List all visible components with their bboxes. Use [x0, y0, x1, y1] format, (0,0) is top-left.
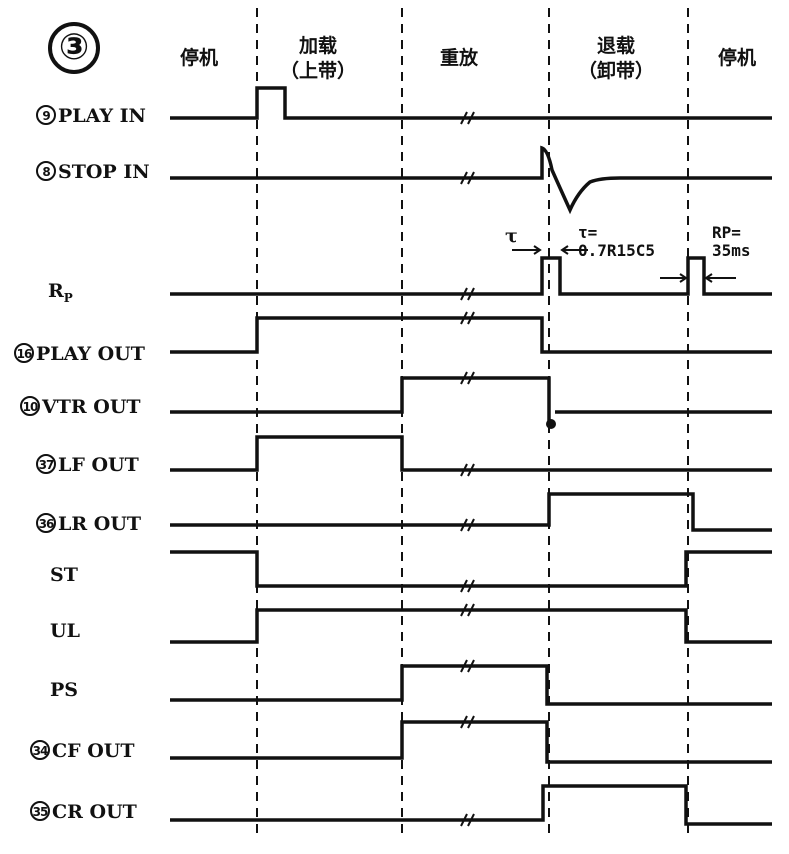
signal-label-ul: UL: [50, 620, 80, 642]
waveform-lr-out: [170, 492, 772, 532]
phase-label-playback: 重放: [440, 47, 479, 69]
waveform-st: [170, 550, 772, 588]
waveform-play-out: [170, 316, 772, 354]
waveform-ps: [170, 664, 772, 706]
time-break-mark-1: [460, 111, 475, 125]
time-break-mark-11: [460, 715, 475, 729]
waveform-cf-out: [170, 720, 772, 764]
tau-arrow-left: [512, 245, 542, 255]
tau-label: τ: [505, 225, 518, 247]
time-break-mark-4: [460, 311, 475, 325]
waveform-stop-in: [170, 145, 772, 215]
waveform-play-in: [170, 86, 772, 120]
time-break-mark-12: [460, 813, 475, 827]
vtr-out-edge-dot: [546, 419, 556, 429]
tau-equation: τ= 0.7R15C5: [578, 223, 656, 260]
waveform-rp: [170, 256, 772, 296]
phase-label-unloading: 退载 （卸带）: [578, 35, 655, 82]
phase-label-loading: 加载 （上带）: [280, 35, 357, 82]
signal-label-rp: RP: [48, 280, 73, 305]
time-break-mark-7: [460, 518, 475, 532]
time-break-mark-3: [460, 287, 475, 301]
waveform-cr-out: [170, 784, 772, 826]
time-break-mark-8: [460, 579, 475, 593]
tau-arrow-right: [560, 245, 588, 255]
signal-label-st: ST: [50, 564, 78, 586]
phase-label-stop-1: 停机: [180, 47, 219, 69]
waveform-lf-out: [170, 435, 772, 472]
time-break-mark-9: [460, 603, 475, 617]
figure-number-badge: ③: [48, 22, 100, 74]
phase-label-stop-2: 停机: [718, 47, 757, 69]
time-break-mark-10: [460, 659, 475, 673]
waveform-vtr-out: [170, 376, 772, 424]
time-break-mark-6: [460, 463, 475, 477]
rp-arrow-left: [660, 273, 688, 283]
rp-arrow-right: [704, 273, 736, 283]
time-break-mark-2: [460, 171, 475, 185]
waveform-ul: [170, 608, 772, 644]
signal-label-ps: PS: [50, 679, 79, 701]
time-break-mark-5: [460, 371, 475, 385]
rp-pulse-width: RP= 35ms: [712, 223, 751, 260]
